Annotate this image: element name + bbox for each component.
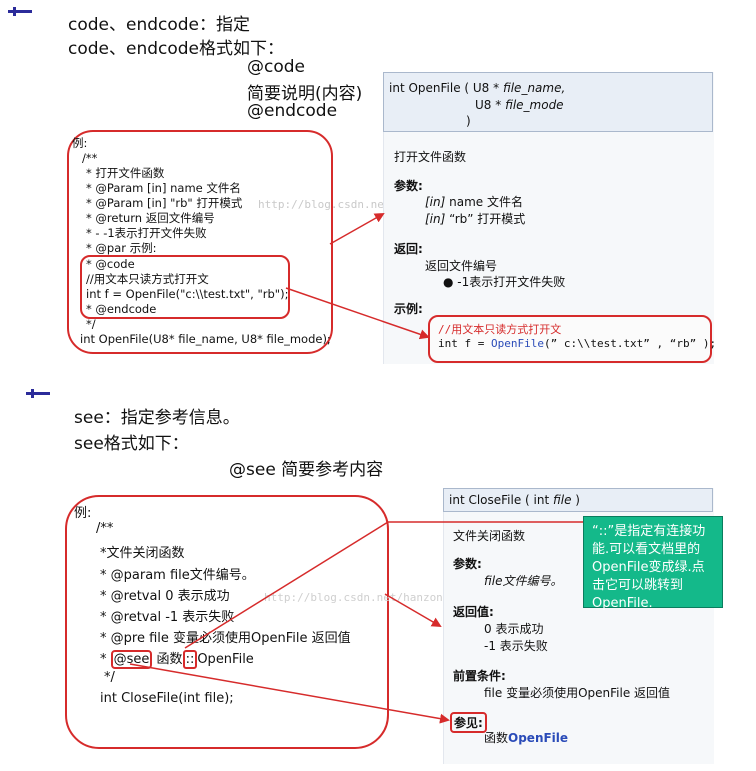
openfile-link[interactable]: OpenFile — [490, 337, 544, 350]
section1-heading-line2: code、endcode格式如下： — [68, 39, 285, 59]
doc-example-code: int f = OpenFile(” c:\\test.txt” , “rb” … — [438, 337, 716, 350]
doc-retval: -1 表示失败 — [484, 639, 548, 653]
doc-return-bullet: ● -1表示打开文件失败 — [443, 273, 565, 290]
param-text: name 文件名 — [445, 195, 523, 209]
param-text: “rb” 打开模式 — [445, 212, 526, 226]
sig-param: file_mode — [505, 98, 564, 112]
doc-example-title: 示例: — [394, 302, 423, 316]
note-box: “::”是指定有连接功能.可以看文档里的OpenFile变成绿.点击它可以跳转到… — [583, 516, 723, 611]
see-func: OpenFile — [197, 652, 254, 667]
see-colons-highlight: :: — [182, 650, 198, 669]
code-line: int OpenFile(U8* file_name, U8* file_mod… — [80, 332, 331, 346]
section2-heading-line2: see格式如下： — [74, 434, 189, 454]
code-line: /** — [96, 521, 114, 536]
sig-prefix: int CloseFile ( int — [449, 493, 553, 507]
section-marker-icon — [8, 7, 32, 16]
sig-prefix: U8 * — [475, 98, 502, 112]
code-line: */ — [104, 670, 115, 685]
doc-param: [in] name 文件名 — [425, 193, 523, 210]
doc-params-title: 参数: — [394, 179, 423, 193]
doc-retval-title: 返回值: — [453, 605, 494, 619]
code-line: * @pre file 变量必须使用OpenFile 返回值 — [100, 631, 351, 646]
code-highlight-box — [80, 255, 290, 319]
code-line: * @retval 0 表示成功 — [100, 589, 230, 604]
doc-see-ref: 函数OpenFile — [484, 729, 568, 746]
sig-close: ) — [466, 114, 471, 128]
doc-return-text: 返回文件编号 — [425, 259, 498, 273]
code-line: * @retval -1 表示失败 — [100, 610, 235, 625]
doc-param: file文件编号。 — [484, 574, 563, 588]
see-prefix: 函数 — [484, 731, 509, 745]
code-line: * @return 返回文件编号 — [86, 211, 215, 225]
param-tag: [in] — [425, 195, 446, 209]
code-line: /** — [82, 151, 98, 165]
code-line: * - -1表示打开文件失败 — [86, 226, 207, 240]
bullet-text: -1表示打开文件失败 — [457, 275, 566, 289]
code-prefix: int f = — [438, 337, 491, 350]
doc-example-comment: //用文本只读方式打开文 — [438, 323, 562, 336]
code-line: * @param file文件编号。 — [100, 568, 255, 583]
sig-param: file_name, — [502, 81, 566, 95]
code-line: int CloseFile(int file); — [100, 691, 234, 706]
param-tag: [in] — [425, 212, 446, 226]
format-code: @code — [247, 57, 305, 77]
signature-box: int CloseFile ( int file ) — [443, 488, 713, 512]
example-label: 例: — [74, 506, 92, 521]
openfile-link[interactable]: OpenFile — [508, 731, 569, 745]
code-line: * @code — [86, 257, 135, 271]
sig-prefix: int OpenFile ( U8 * — [389, 81, 500, 95]
see-star: * — [100, 652, 111, 667]
section2-heading-line1: see：指定参考信息。 — [74, 408, 240, 428]
doc-see-title: 参见: — [450, 712, 487, 733]
section1-heading-line1: code、endcode：指定 — [68, 15, 251, 35]
sig-param: file — [553, 493, 572, 507]
code-line: * @Param [in] "rb" 打开模式 — [86, 196, 243, 210]
doc-param: [in] “rb” 打开模式 — [425, 210, 525, 227]
doc-brief: 打开文件函数 — [394, 150, 467, 164]
sig-close: ) — [571, 493, 580, 507]
doc-pre-text: file 变量必须使用OpenFile 返回值 — [484, 686, 671, 700]
doc-params-title: 参数: — [453, 557, 482, 571]
watermark: http://blog.csdn.net/h — [258, 198, 404, 211]
doc-return-title: 返回: — [394, 242, 423, 256]
code-line: *文件关闭函数 — [100, 546, 185, 561]
signature-box: int OpenFile ( U8 * file_name, U8 * file… — [383, 72, 713, 132]
bullet-icon: ● — [443, 275, 458, 289]
format-desc: 简要说明(内容) — [247, 84, 363, 104]
watermark: http://blog.csdn.net/hanzonghua — [264, 591, 470, 604]
see-tag-highlight: @see — [110, 650, 153, 669]
doc-pre-title: 前置条件: — [453, 669, 506, 683]
code-line: * @par 示例: — [86, 241, 157, 255]
code-line: */ — [86, 317, 96, 331]
format-endcode: @endcode — [247, 101, 338, 121]
code-line: //用文本只读方式打开文 — [86, 272, 209, 286]
code-line: * @Param [in] name 文件名 — [86, 181, 241, 195]
section-marker-icon — [26, 389, 50, 398]
code-line: * 打开文件函数 — [86, 166, 165, 180]
doc-retval: 0 表示成功 — [484, 622, 544, 636]
code-suffix: (” c:\\test.txt” , “rb” ); — [543, 337, 717, 350]
see-mid: 函数 — [152, 652, 183, 667]
connector-arrow — [329, 213, 385, 245]
see-format: @see 简要参考内容 — [229, 460, 384, 480]
code-line: * @endcode — [86, 302, 157, 316]
code-line: int f = OpenFile("c:\\test.txt", "rb"); — [86, 287, 289, 301]
example-label: 例: — [72, 136, 88, 150]
doc-brief: 文件关闭函数 — [453, 529, 526, 543]
see-line: * @see 函数::OpenFile — [100, 648, 254, 669]
